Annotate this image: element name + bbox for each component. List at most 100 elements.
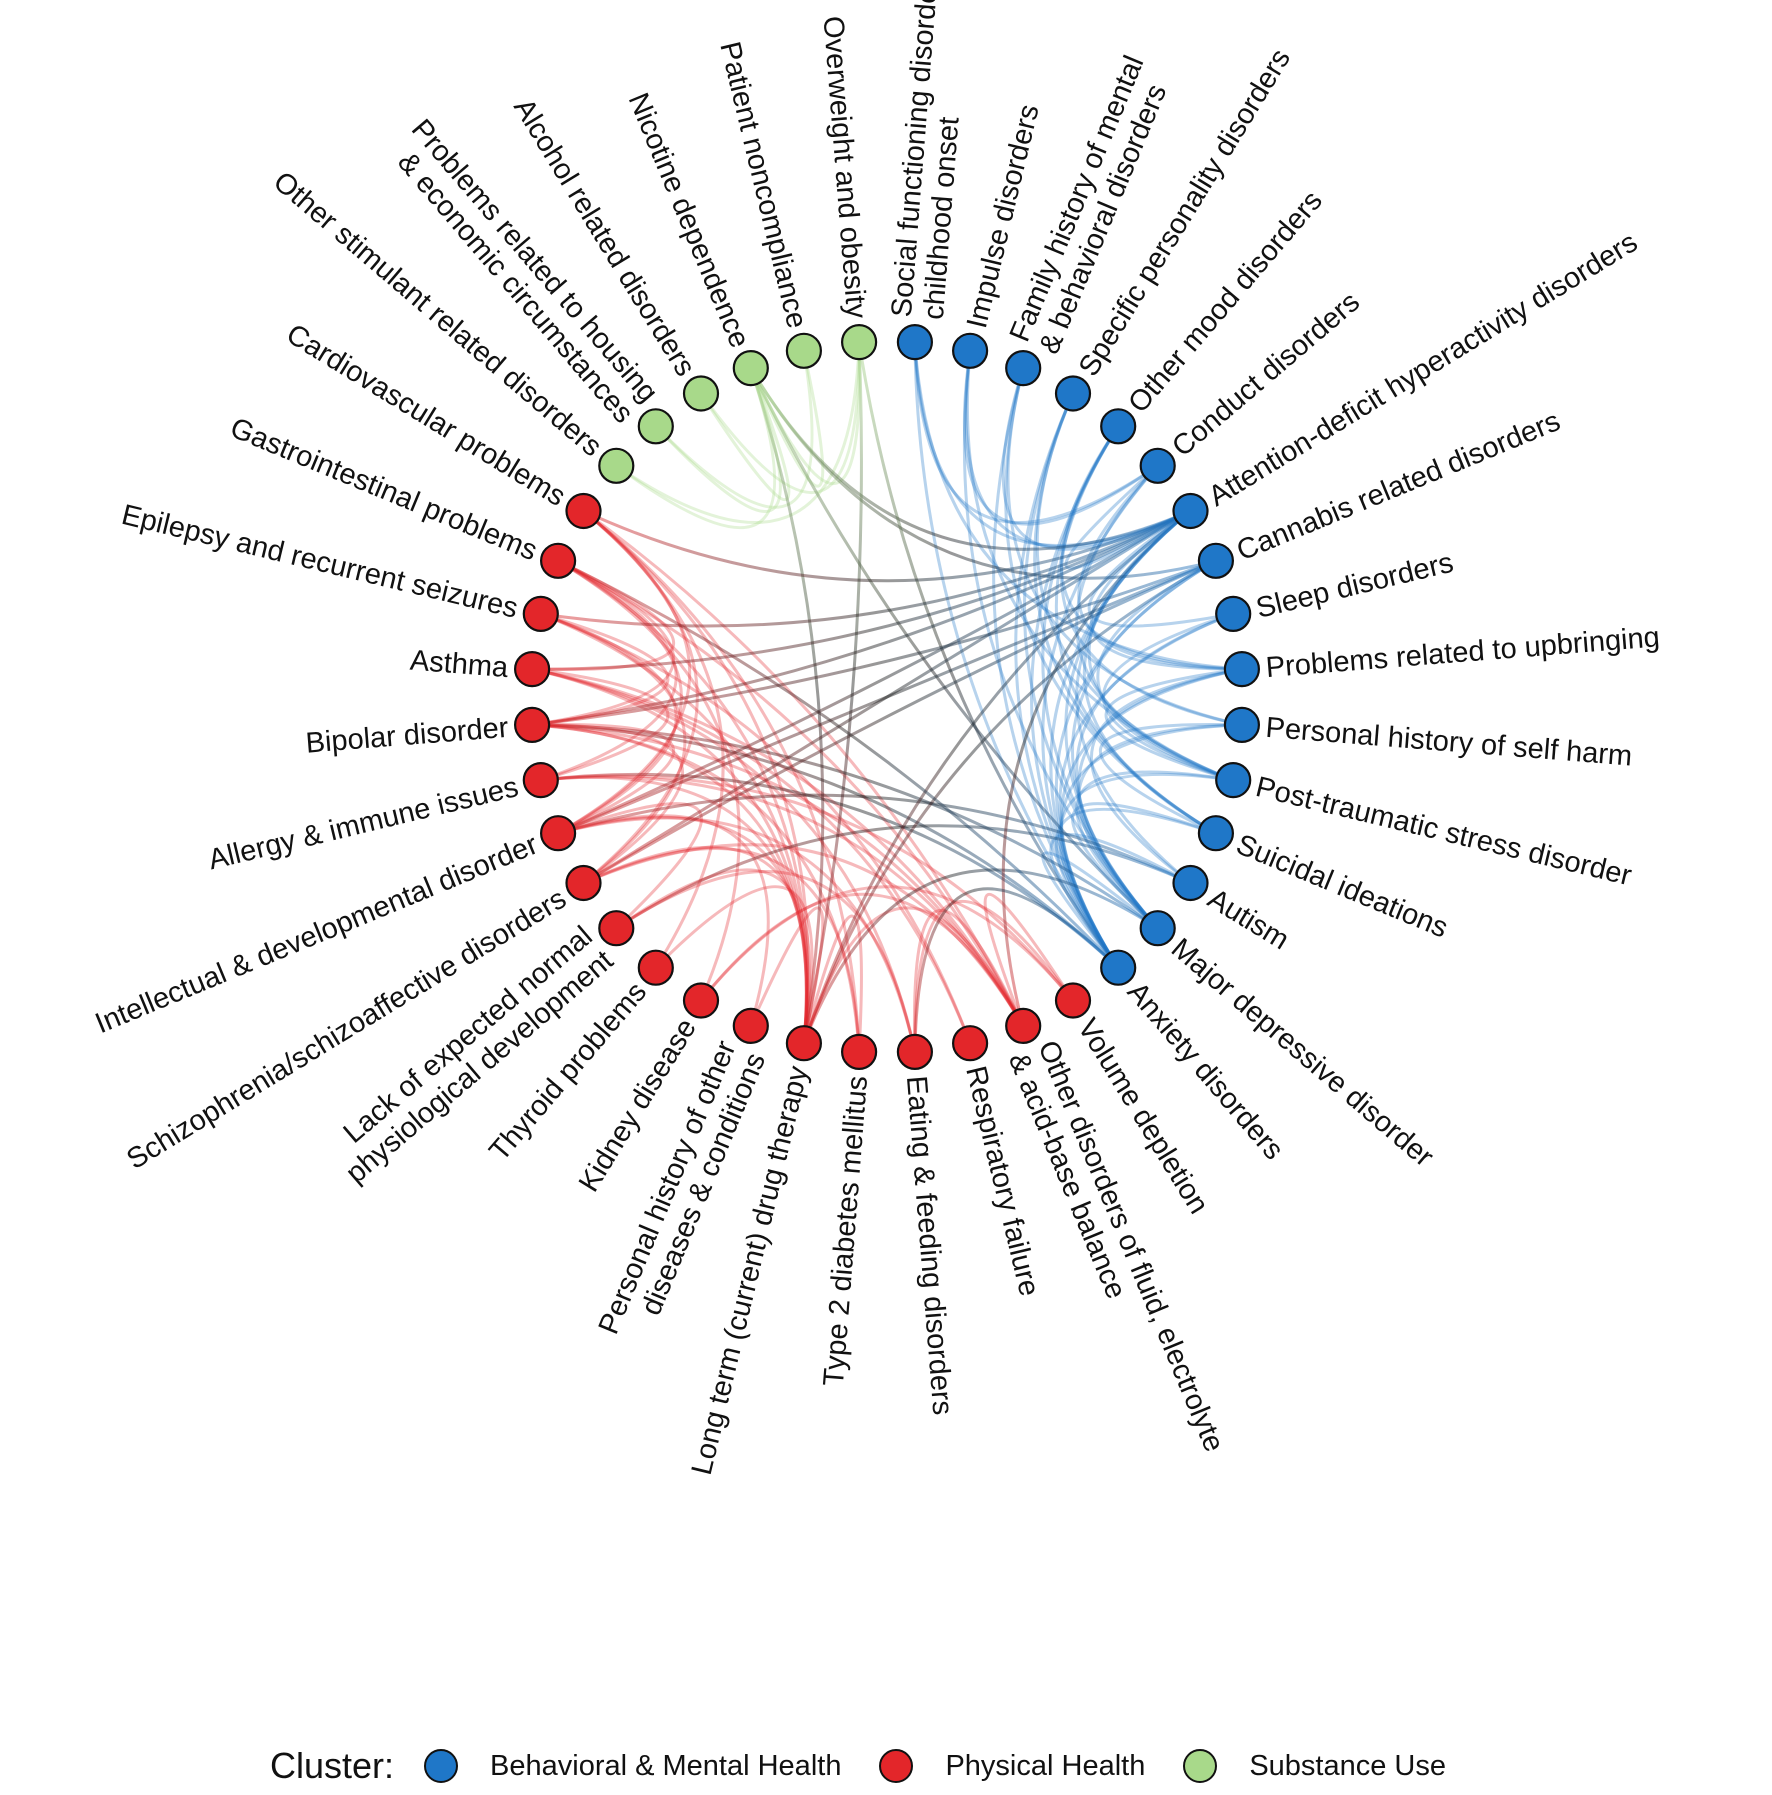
legend-label-behavioral: Behavioral & Mental Health [490, 1749, 842, 1782]
node-circle-lack-development [598, 910, 635, 947]
edge-long-term-drug-major-depressive [802, 868, 1160, 1045]
node-circle-other-stimulant [598, 447, 635, 484]
edge-diabetes-long-term-drug [802, 914, 863, 1054]
edge-conduct-anxiety [1041, 464, 1160, 970]
edge-kidney-volume-depletion [699, 885, 1075, 1002]
edge-adhd-anxiety [1049, 509, 1192, 970]
node-label-cardiovascular: Cardiovascular problems [281, 318, 571, 513]
legend-item-substance: Substance Use [1183, 1749, 1446, 1783]
edge-lack-development-long-term-drug [614, 868, 812, 1045]
edge-sleep-major-depressive [1075, 612, 1235, 930]
edge-self-harm-suicidal [1099, 722, 1244, 835]
edge-bipolar-long-term-drug [530, 723, 808, 1045]
node-label-cannabis: Cannabis related disorders [1232, 405, 1564, 567]
node-circle-alcohol [682, 375, 720, 412]
node-label-sleep: Sleep disorders [1253, 547, 1456, 625]
node-social-functioning: Social functioning disorders,childhood o… [886, 0, 978, 361]
node-label-other-mood: Other mood disorders [1122, 185, 1328, 419]
node-circle-conduct [1139, 447, 1176, 484]
edge-bipolar-anxiety [530, 723, 1120, 970]
edge-schizophrenia-long-term-drug [582, 845, 810, 1045]
node-circle-obesity [840, 324, 878, 361]
edge-nicotine-major-depressive [749, 366, 1160, 930]
edge-gastrointestinal-fluid-electrolyte [556, 559, 1025, 1028]
node-label-bipolar: Bipolar disorder [305, 712, 510, 760]
legend-item-behavioral: Behavioral & Mental Health [424, 1749, 841, 1783]
edge-gastrointestinal-anxiety [556, 559, 1120, 970]
edge-cannabis-major-depressive [1071, 559, 1218, 930]
node-circle-autism [1172, 864, 1209, 902]
node-bipolar: Bipolar disorder [305, 706, 551, 760]
edge-intellectual-personal-history [556, 814, 770, 1028]
node-label-line: Autism [1202, 883, 1294, 957]
edge-other-mood-upbringing [1059, 424, 1244, 671]
edge-allergy-volume-depletion [539, 774, 1075, 1002]
node-circle-cardiovascular [565, 492, 602, 530]
edge-lack-development-autism [614, 824, 1192, 930]
legend-label-physical: Physical Health [945, 1749, 1146, 1782]
edge-bipolar-cannabis [530, 559, 1218, 727]
node-circle-housing [637, 408, 674, 445]
node-self-harm: Personal history of self harm [1223, 706, 1633, 773]
edge-ptsd-anxiety [1058, 772, 1235, 970]
edge-epilepsy-schizophrenia [539, 612, 687, 885]
node-label-line: Overweight and obesity [816, 15, 872, 320]
node-circle-diabetes [840, 1033, 878, 1071]
node-circle-anxiety [1100, 949, 1137, 986]
edge-cardiovascular-schizophrenia [582, 509, 699, 885]
node-circle-volume-depletion [1054, 982, 1092, 1019]
node-circle-eating [896, 1033, 934, 1071]
node-circle-cannabis [1197, 542, 1235, 579]
node-label-obesity: Overweight and obesity [816, 15, 872, 320]
edge-asthma-eating [530, 667, 917, 1054]
edge-family-history-anxiety [992, 366, 1120, 970]
node-circle-intellectual [539, 815, 577, 852]
node-circle-adhd [1172, 492, 1209, 530]
edge-epilepsy-respiratory [539, 612, 972, 1045]
node-circle-nicotine [732, 350, 769, 387]
node-label-line: Problems related to upbringing [1265, 621, 1661, 684]
edge-cardiovascular-fluid-electrolyte [582, 509, 1025, 1028]
node-label-line: Eating & feeding disorders [900, 1075, 959, 1417]
edge-other-mood-major-depressive [1041, 424, 1160, 930]
node-obesity: Overweight and obesity [816, 15, 878, 361]
node-label-social-functioning: Social functioning disorders,childhood o… [886, 0, 978, 321]
node-label-line: Other mood disorders [1122, 185, 1328, 419]
legend-item-physical: Physical Health [879, 1749, 1145, 1783]
edge-adhd-major-depressive [1064, 509, 1192, 930]
node-label-line: Bipolar disorder [305, 712, 510, 760]
edge-social-functioning-anxiety [913, 340, 1120, 970]
edge-bipolar-adhd [530, 509, 1192, 727]
edge-social-functioning-conduct [913, 340, 1160, 525]
edge-upbringing-ptsd [1104, 667, 1244, 782]
node-label-self-harm: Personal history of self harm [1264, 712, 1633, 773]
node-circle-noncompliance [785, 332, 823, 369]
node-label-line: Personal history of self harm [1264, 712, 1633, 773]
node-circle-social-functioning [896, 324, 934, 361]
node-label-line: Cannabis related disorders [1232, 405, 1564, 567]
node-circle-upbringing [1223, 650, 1261, 688]
node-label-diabetes: Type 2 diabetes mellitus [818, 1075, 874, 1388]
node-circle-schizophrenia [565, 864, 602, 902]
node-diabetes: Type 2 diabetes mellitus [818, 1033, 878, 1388]
edge-other-stimulant-obesity [614, 340, 861, 525]
edge-eating-anxiety [913, 887, 1120, 1054]
edge-upbringing-anxiety [1060, 667, 1244, 970]
edge-social-functioning-upbringing [913, 340, 1244, 671]
edge-cardiovascular-diabetes [582, 509, 861, 1054]
edge-gastrointestinal-long-term-drug [556, 559, 809, 1045]
node-circle-sleep [1215, 595, 1252, 633]
edge-personality-suicidal [1033, 392, 1218, 835]
node-circle-ptsd [1215, 761, 1252, 799]
edge-asthma-fluid-electrolyte [530, 667, 1025, 1028]
edge-schizophrenia-cannabis [582, 559, 1218, 885]
legend: Cluster: Behavioral & Mental Health Phys… [270, 1742, 1484, 1790]
edge-personality-major-depressive [1023, 392, 1160, 930]
edge-bipolar-intellectual [530, 722, 675, 835]
edge-sleep-anxiety [1058, 612, 1235, 970]
edge-other-mood-anxiety [1030, 424, 1120, 970]
node-circle-asthma [513, 650, 551, 688]
node-circle-kidney [682, 982, 720, 1019]
node-circle-suicidal [1197, 815, 1235, 852]
